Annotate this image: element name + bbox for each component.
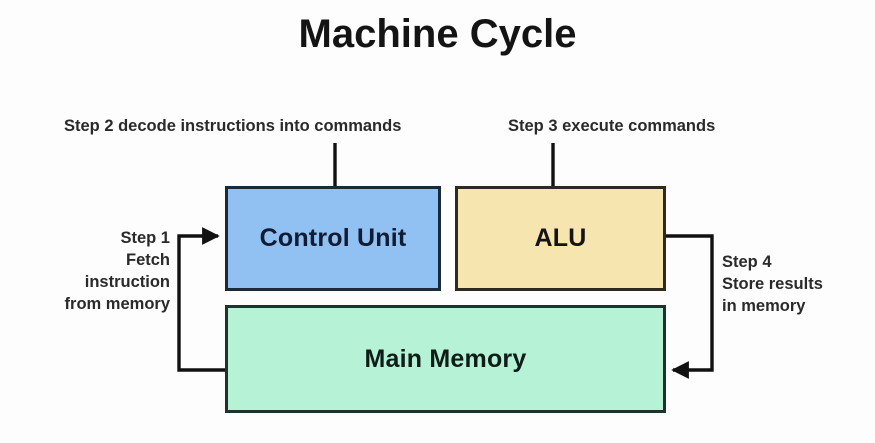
- control-unit-box[interactable]: Control Unit: [225, 186, 441, 291]
- page-title: Machine Cycle: [298, 12, 577, 56]
- step-1-line-2: Fetch: [125, 250, 170, 269]
- alu-to-memory-connector: [666, 234, 714, 379]
- step-1-label: Step 1 Fetch instruction from memory: [10, 228, 170, 316]
- step-2-label: Step 2 decode instructions into commands: [64, 117, 402, 135]
- step-4-line-2: Store results: [722, 274, 823, 293]
- step-1-line-3: instruction: [84, 272, 170, 291]
- step-4-line-1: Step 4: [722, 253, 772, 271]
- step-3-label: Step 3 execute commands: [508, 117, 716, 135]
- step-4-label: Step 4 Store results in memory: [722, 252, 872, 318]
- step-4-line-3: in memory: [722, 296, 806, 315]
- memory-to-control-unit-connector: [177, 227, 225, 372]
- step-1-line-4: from memory: [64, 294, 170, 313]
- step-1-line-1: Step 1: [120, 229, 170, 247]
- alu-box[interactable]: ALU: [455, 186, 666, 291]
- main-memory-box[interactable]: Main Memory: [225, 305, 666, 413]
